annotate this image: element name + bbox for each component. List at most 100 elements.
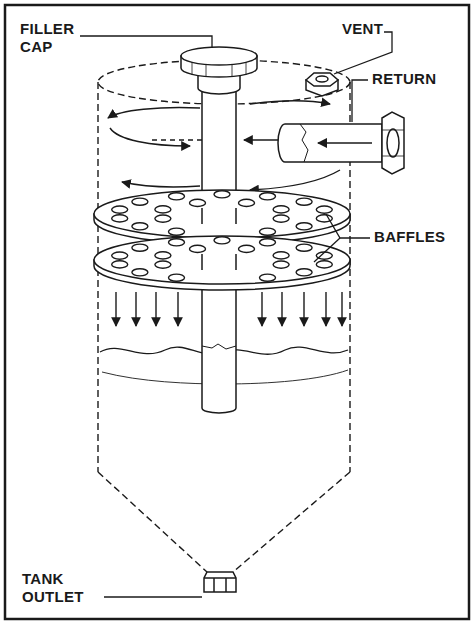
baffle-plate <box>169 193 185 200</box>
frame-border <box>5 5 469 619</box>
leader-lines <box>334 32 392 74</box>
baffle-plate <box>214 191 230 198</box>
leader-lines <box>104 596 202 597</box>
baffle-plate <box>155 252 171 259</box>
tank-outline <box>233 472 350 572</box>
baffle-plates <box>94 190 350 290</box>
return-pipe <box>382 156 404 157</box>
baffle-plate <box>202 254 236 270</box>
filler-cap <box>232 64 233 77</box>
flow-arrow <box>115 292 116 326</box>
flow-arrow <box>155 292 156 326</box>
baffle-plate <box>273 215 289 222</box>
return-pipe <box>278 124 382 162</box>
baffle-plate <box>201 208 203 224</box>
baffle-plate <box>132 223 148 230</box>
baffle-plate <box>239 199 255 206</box>
baffle-plate <box>94 190 350 238</box>
flow-arrows <box>122 182 200 187</box>
baffle-plate <box>316 261 332 268</box>
flow-arrow <box>325 292 326 326</box>
flow-arrow <box>303 292 304 326</box>
vent-fitting <box>306 73 338 86</box>
baffle-plate <box>94 236 350 284</box>
part-label: VENT <box>342 20 402 38</box>
leader-lines <box>314 238 340 262</box>
part-label: RETURN <box>372 70 452 88</box>
flow-arrows <box>150 139 202 140</box>
baffle-plate <box>296 198 312 205</box>
baffle-plate <box>132 198 148 205</box>
baffle-plate <box>155 215 171 222</box>
outlet-fitting <box>204 577 236 579</box>
baffle-plate <box>273 261 289 268</box>
baffle-plate <box>201 254 203 270</box>
baffle-plate <box>260 274 276 281</box>
filler-tube <box>202 344 236 349</box>
flow-arrow <box>135 292 136 326</box>
flow-arrows <box>250 101 330 104</box>
baffle-plate <box>132 244 148 251</box>
return-pipe <box>300 124 308 162</box>
leader-lines <box>80 36 212 48</box>
baffle-plate <box>155 206 171 213</box>
filler-cap <box>206 64 207 77</box>
baffle-plate <box>112 206 128 213</box>
return-pipe <box>387 129 399 157</box>
flow-arrows <box>110 128 190 146</box>
baffle-plate <box>112 252 128 259</box>
return-pipe <box>382 130 404 131</box>
baffle-plate <box>273 252 289 259</box>
baffle-plate <box>260 239 276 246</box>
baffle-plate <box>260 228 276 235</box>
return-pipe <box>382 112 404 174</box>
return-pipe <box>278 112 404 174</box>
filler-cap <box>246 62 247 75</box>
baffle-plate <box>296 244 312 251</box>
baffle-plate <box>169 228 185 235</box>
baffle-plate <box>296 269 312 276</box>
vent-fitting <box>316 76 328 82</box>
baffle-plate <box>235 254 237 270</box>
baffle-plate <box>112 215 128 222</box>
baffle-plate <box>112 261 128 268</box>
flow-arrow <box>281 292 282 326</box>
baffle-plate <box>132 269 148 276</box>
flow-arrows <box>108 107 200 118</box>
baffle-plate <box>273 206 289 213</box>
baffle-plate <box>94 236 350 290</box>
tank-outline <box>98 472 207 572</box>
part-label: BAFFLES <box>374 228 464 246</box>
leader-lines <box>352 80 368 122</box>
flow-arrow <box>261 292 262 326</box>
part-label: FILLER CAP <box>20 20 86 56</box>
filler-cap <box>181 47 257 94</box>
baffle-plate <box>239 245 255 252</box>
downflow-arrows <box>116 292 342 326</box>
baffle-plate <box>169 274 185 281</box>
baffle-plate <box>202 208 236 224</box>
baffle-plate <box>214 237 230 244</box>
baffle-plate <box>190 245 206 252</box>
flow-arrow <box>341 292 342 326</box>
vent-fitting <box>306 73 338 96</box>
baffle-plate <box>169 239 185 246</box>
flow-arrows <box>250 170 340 190</box>
outlet-fitting <box>225 578 227 592</box>
baffle-plate <box>190 199 206 206</box>
filler-cap <box>192 62 193 75</box>
part-label: TANK OUTLET <box>22 570 102 606</box>
baffle-plate <box>260 193 276 200</box>
baffle-plate <box>155 261 171 268</box>
return-pipe <box>318 142 372 144</box>
leader-lines <box>80 32 392 597</box>
baffle-plate <box>296 223 312 230</box>
baffle-plate <box>235 208 237 224</box>
flow-arrow <box>177 292 178 326</box>
leader-lines <box>326 214 370 238</box>
baffle-plate <box>316 206 332 213</box>
outlet-fitting <box>213 578 215 592</box>
tank-outline <box>97 82 98 472</box>
